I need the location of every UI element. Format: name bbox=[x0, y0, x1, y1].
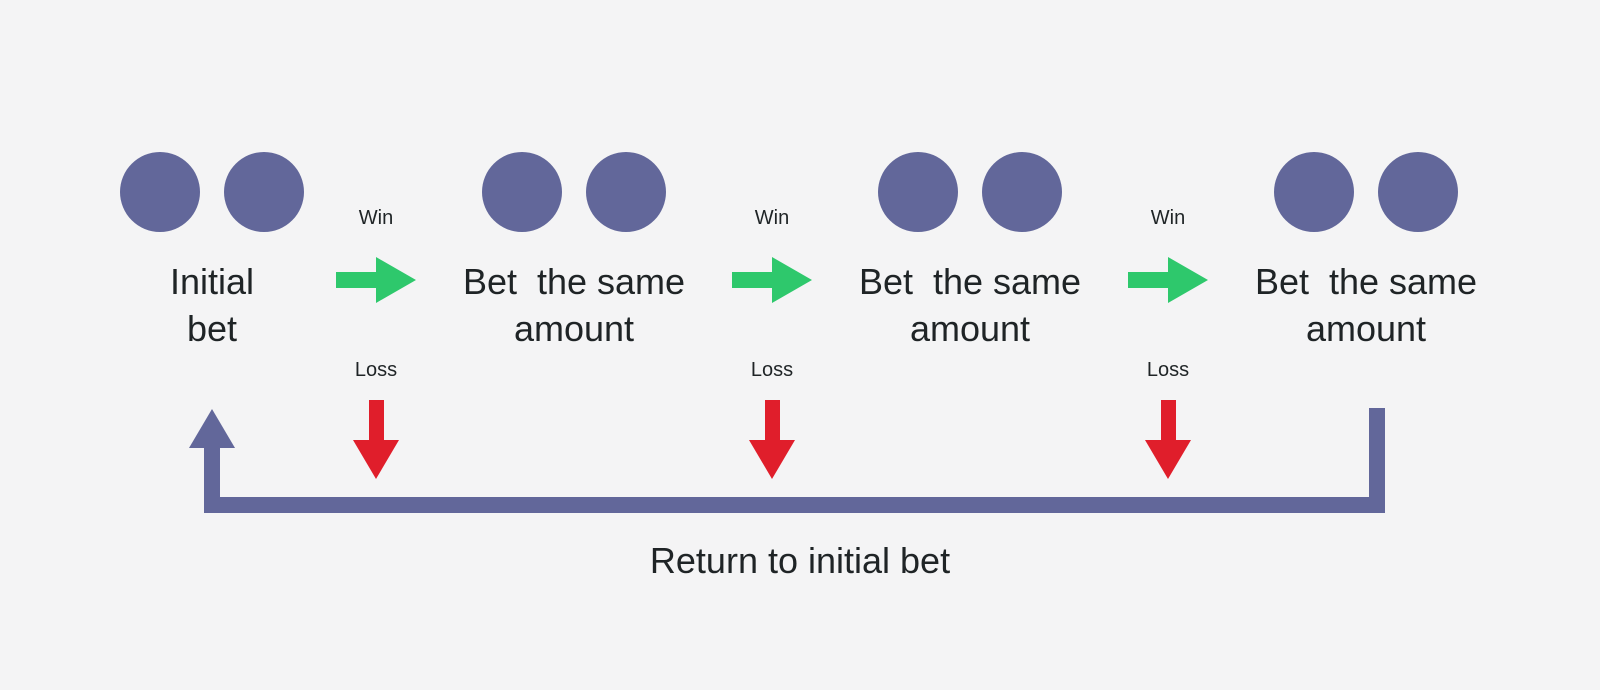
return-loop-arrow-icon bbox=[189, 408, 1385, 513]
chip-icon bbox=[878, 152, 958, 232]
loss-arrow-icon bbox=[749, 400, 795, 479]
stage-label-bet-same-1: Bet the same amount bbox=[462, 261, 686, 349]
return-to-initial-bet-label: Return to initial bet bbox=[649, 540, 951, 581]
chip-icon bbox=[482, 152, 562, 232]
stage-label-initial-bet: Initial bet bbox=[169, 261, 255, 349]
loss-arrow-icon bbox=[353, 400, 399, 479]
chip-icon bbox=[1274, 152, 1354, 232]
stage-label-bet-same-2: Bet the same amount bbox=[858, 261, 1082, 349]
loss-label: Loss bbox=[1146, 359, 1190, 381]
win-arrow-icon bbox=[336, 257, 416, 303]
stage-label-bet-same-3: Bet the same amount bbox=[1254, 261, 1478, 349]
chips-stage-1 bbox=[120, 152, 304, 232]
win-label: Win bbox=[1150, 207, 1186, 229]
loss-label: Loss bbox=[354, 359, 398, 381]
chip-icon bbox=[1378, 152, 1458, 232]
loss-label: Loss bbox=[750, 359, 794, 381]
loss-arrow-icon bbox=[1145, 400, 1191, 479]
chips-stage-4 bbox=[1274, 152, 1458, 232]
chips-stage-3 bbox=[878, 152, 1062, 232]
chips-stage-2 bbox=[482, 152, 666, 232]
chip-icon bbox=[586, 152, 666, 232]
chip-icon bbox=[982, 152, 1062, 232]
win-label: Win bbox=[358, 207, 394, 229]
win-arrow-icon bbox=[1128, 257, 1208, 303]
win-arrow-icon bbox=[732, 257, 812, 303]
win-label: Win bbox=[754, 207, 790, 229]
chip-icon bbox=[224, 152, 304, 232]
chip-icon bbox=[120, 152, 200, 232]
